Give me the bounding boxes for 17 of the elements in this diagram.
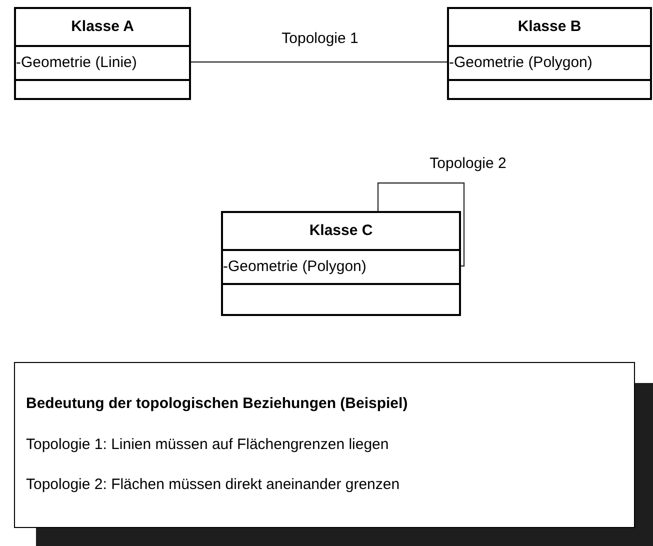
class-name: Klasse C bbox=[309, 220, 373, 241]
legend-note-box bbox=[14, 362, 635, 528]
connector-line bbox=[191, 61, 447, 63]
note-heading: Bedeutung der topologischen Beziehungen (Beispiel) bbox=[26, 394, 409, 414]
class-name: Klasse B bbox=[518, 16, 582, 37]
edge-label: Topologie 2 bbox=[430, 155, 506, 174]
class-attribute: -Geometrie (Linie) bbox=[16, 52, 137, 73]
class-attribute: -Geometrie (Polygon) bbox=[449, 52, 592, 73]
class-attribute: -Geometrie (Polygon) bbox=[223, 256, 366, 277]
uml-class-box bbox=[447, 7, 652, 100]
note-text: Topologie 1: Linien müssen auf Flächengrenzen liegen bbox=[26, 436, 390, 454]
uml-class-box bbox=[221, 211, 461, 316]
uml-class-box bbox=[14, 7, 191, 100]
class-name: Klasse A bbox=[71, 16, 134, 37]
edge-label: Topologie 1 bbox=[282, 30, 358, 49]
note-text: Topologie 2: Flächen müssen direkt aneinander grenzen bbox=[26, 476, 401, 496]
connector-line bbox=[377, 182, 465, 267]
